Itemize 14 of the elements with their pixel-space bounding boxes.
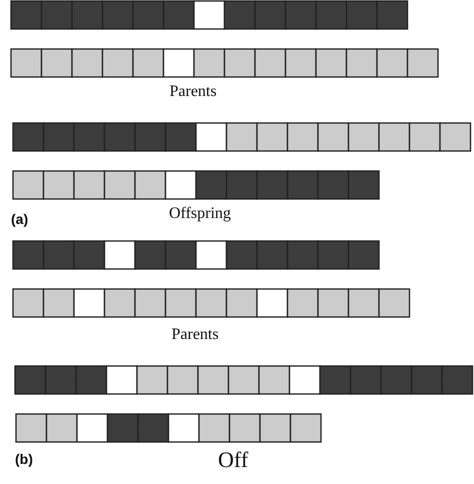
chromosome-bar bbox=[15, 413, 322, 443]
chromosome-bar bbox=[12, 288, 410, 318]
panel-label: (a) bbox=[11, 211, 28, 227]
group-label: Parents bbox=[172, 326, 219, 344]
chromosome-bar bbox=[10, 48, 439, 78]
chromosome-bar bbox=[12, 170, 380, 200]
group-label: Offspring bbox=[169, 205, 231, 223]
group-label: Off bbox=[218, 447, 248, 473]
chromosome-bar bbox=[10, 0, 408, 30]
panel-label: (b) bbox=[15, 451, 33, 467]
chromosome-bar bbox=[12, 240, 380, 270]
chromosome-bar bbox=[12, 122, 472, 152]
group-label: Parents bbox=[170, 83, 217, 101]
chromosome-bar bbox=[14, 365, 474, 395]
